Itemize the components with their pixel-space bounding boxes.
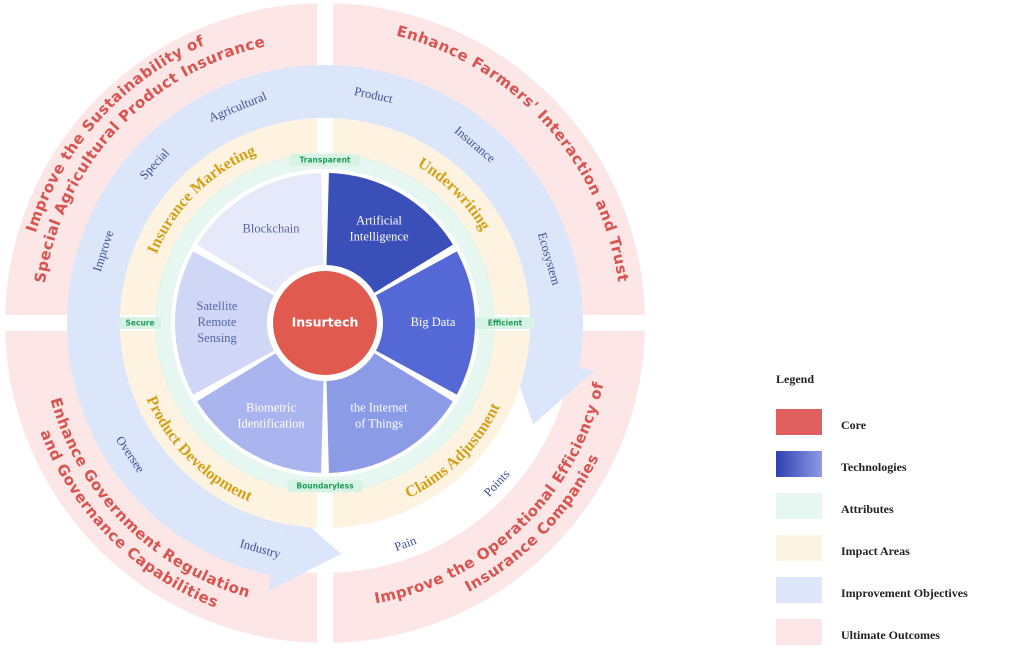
impact-segment-bottom-left	[120, 331, 317, 528]
legend-label: Technologies	[841, 460, 907, 474]
technology-label: Identification	[237, 416, 305, 430]
technology-label: Big Data	[411, 315, 456, 329]
outcome-segment-bottom-right	[333, 331, 645, 643]
legend: Legend Core Technologies Attributes Impa…	[776, 372, 1024, 661]
attribute-pill	[118, 317, 162, 329]
legend-swatch-ultimate-outcomes	[776, 619, 822, 645]
technology-label: Sensing	[197, 331, 237, 345]
objective-arrow-bottom-body	[67, 313, 283, 576]
technology-segment	[174, 251, 275, 395]
attribute-pill	[287, 480, 363, 492]
objective-arrow-top-body	[67, 64, 583, 368]
core-label: Insurtech	[292, 315, 359, 330]
technology-label: the Internet	[350, 400, 408, 414]
objective-arrow-top-head	[509, 355, 595, 425]
legend-swatch-attributes	[776, 493, 822, 519]
legend-swatch-impact-areas	[776, 535, 822, 561]
core-circle	[273, 271, 377, 375]
attribute-pill	[290, 154, 360, 166]
attribute-label-top: Transparent	[300, 156, 351, 165]
attribute-label-left: Secure	[125, 319, 154, 328]
legend-item-attributes: Attributes	[776, 493, 1024, 535]
impact-segment-top-left	[120, 118, 317, 315]
technology-segment	[375, 251, 475, 395]
objective-arrow-bottom-head	[268, 505, 342, 592]
technology-label: Remote	[198, 315, 237, 329]
attribute-pill	[475, 317, 535, 329]
core	[273, 271, 377, 375]
legend-item-impact-areas: Impact Areas	[776, 535, 1024, 577]
technology-segment	[326, 173, 453, 293]
legend-label: Improvement Objectives	[841, 586, 968, 600]
technology-label: Biometric	[246, 400, 296, 414]
legend-item-improvement-objectives: Improvement Objectives	[776, 577, 1024, 619]
technology-label: Artificial	[356, 213, 402, 227]
technology-label: Satellite	[197, 299, 238, 313]
legend-swatch-core	[776, 409, 822, 435]
technology-label: of Things	[355, 416, 403, 430]
legend-item-core: Core	[776, 409, 1024, 451]
impact-segment-bottom-right	[333, 331, 530, 528]
legend-label: Impact Areas	[841, 544, 910, 558]
legend-swatch-improvement-objectives	[776, 577, 822, 603]
attribute-label-bottom: Boundaryless	[296, 482, 354, 491]
technology-segment	[197, 353, 324, 473]
legend-label: Core	[841, 418, 867, 432]
technology-segment	[197, 173, 324, 293]
impact-segment-top-right	[333, 118, 530, 315]
technology-label: Intelligence	[350, 229, 409, 243]
legend-item-ultimate-outcomes: Ultimate Outcomes	[776, 619, 1024, 661]
legend-title: Legend	[776, 372, 815, 386]
impact-areas-ring	[120, 118, 530, 528]
legend-swatch-technologies	[776, 451, 822, 477]
legend-item-technologies: Technologies	[776, 451, 1024, 493]
attribute-label-right: Efficient	[488, 319, 523, 328]
improvement-objectives-ring	[67, 64, 595, 592]
legend-label: Ultimate Outcomes	[841, 628, 940, 642]
technology-label: Blockchain	[243, 221, 301, 235]
technology-segment	[326, 353, 453, 473]
legend-label: Attributes	[841, 502, 894, 516]
objective-word: Pain	[392, 533, 418, 554]
